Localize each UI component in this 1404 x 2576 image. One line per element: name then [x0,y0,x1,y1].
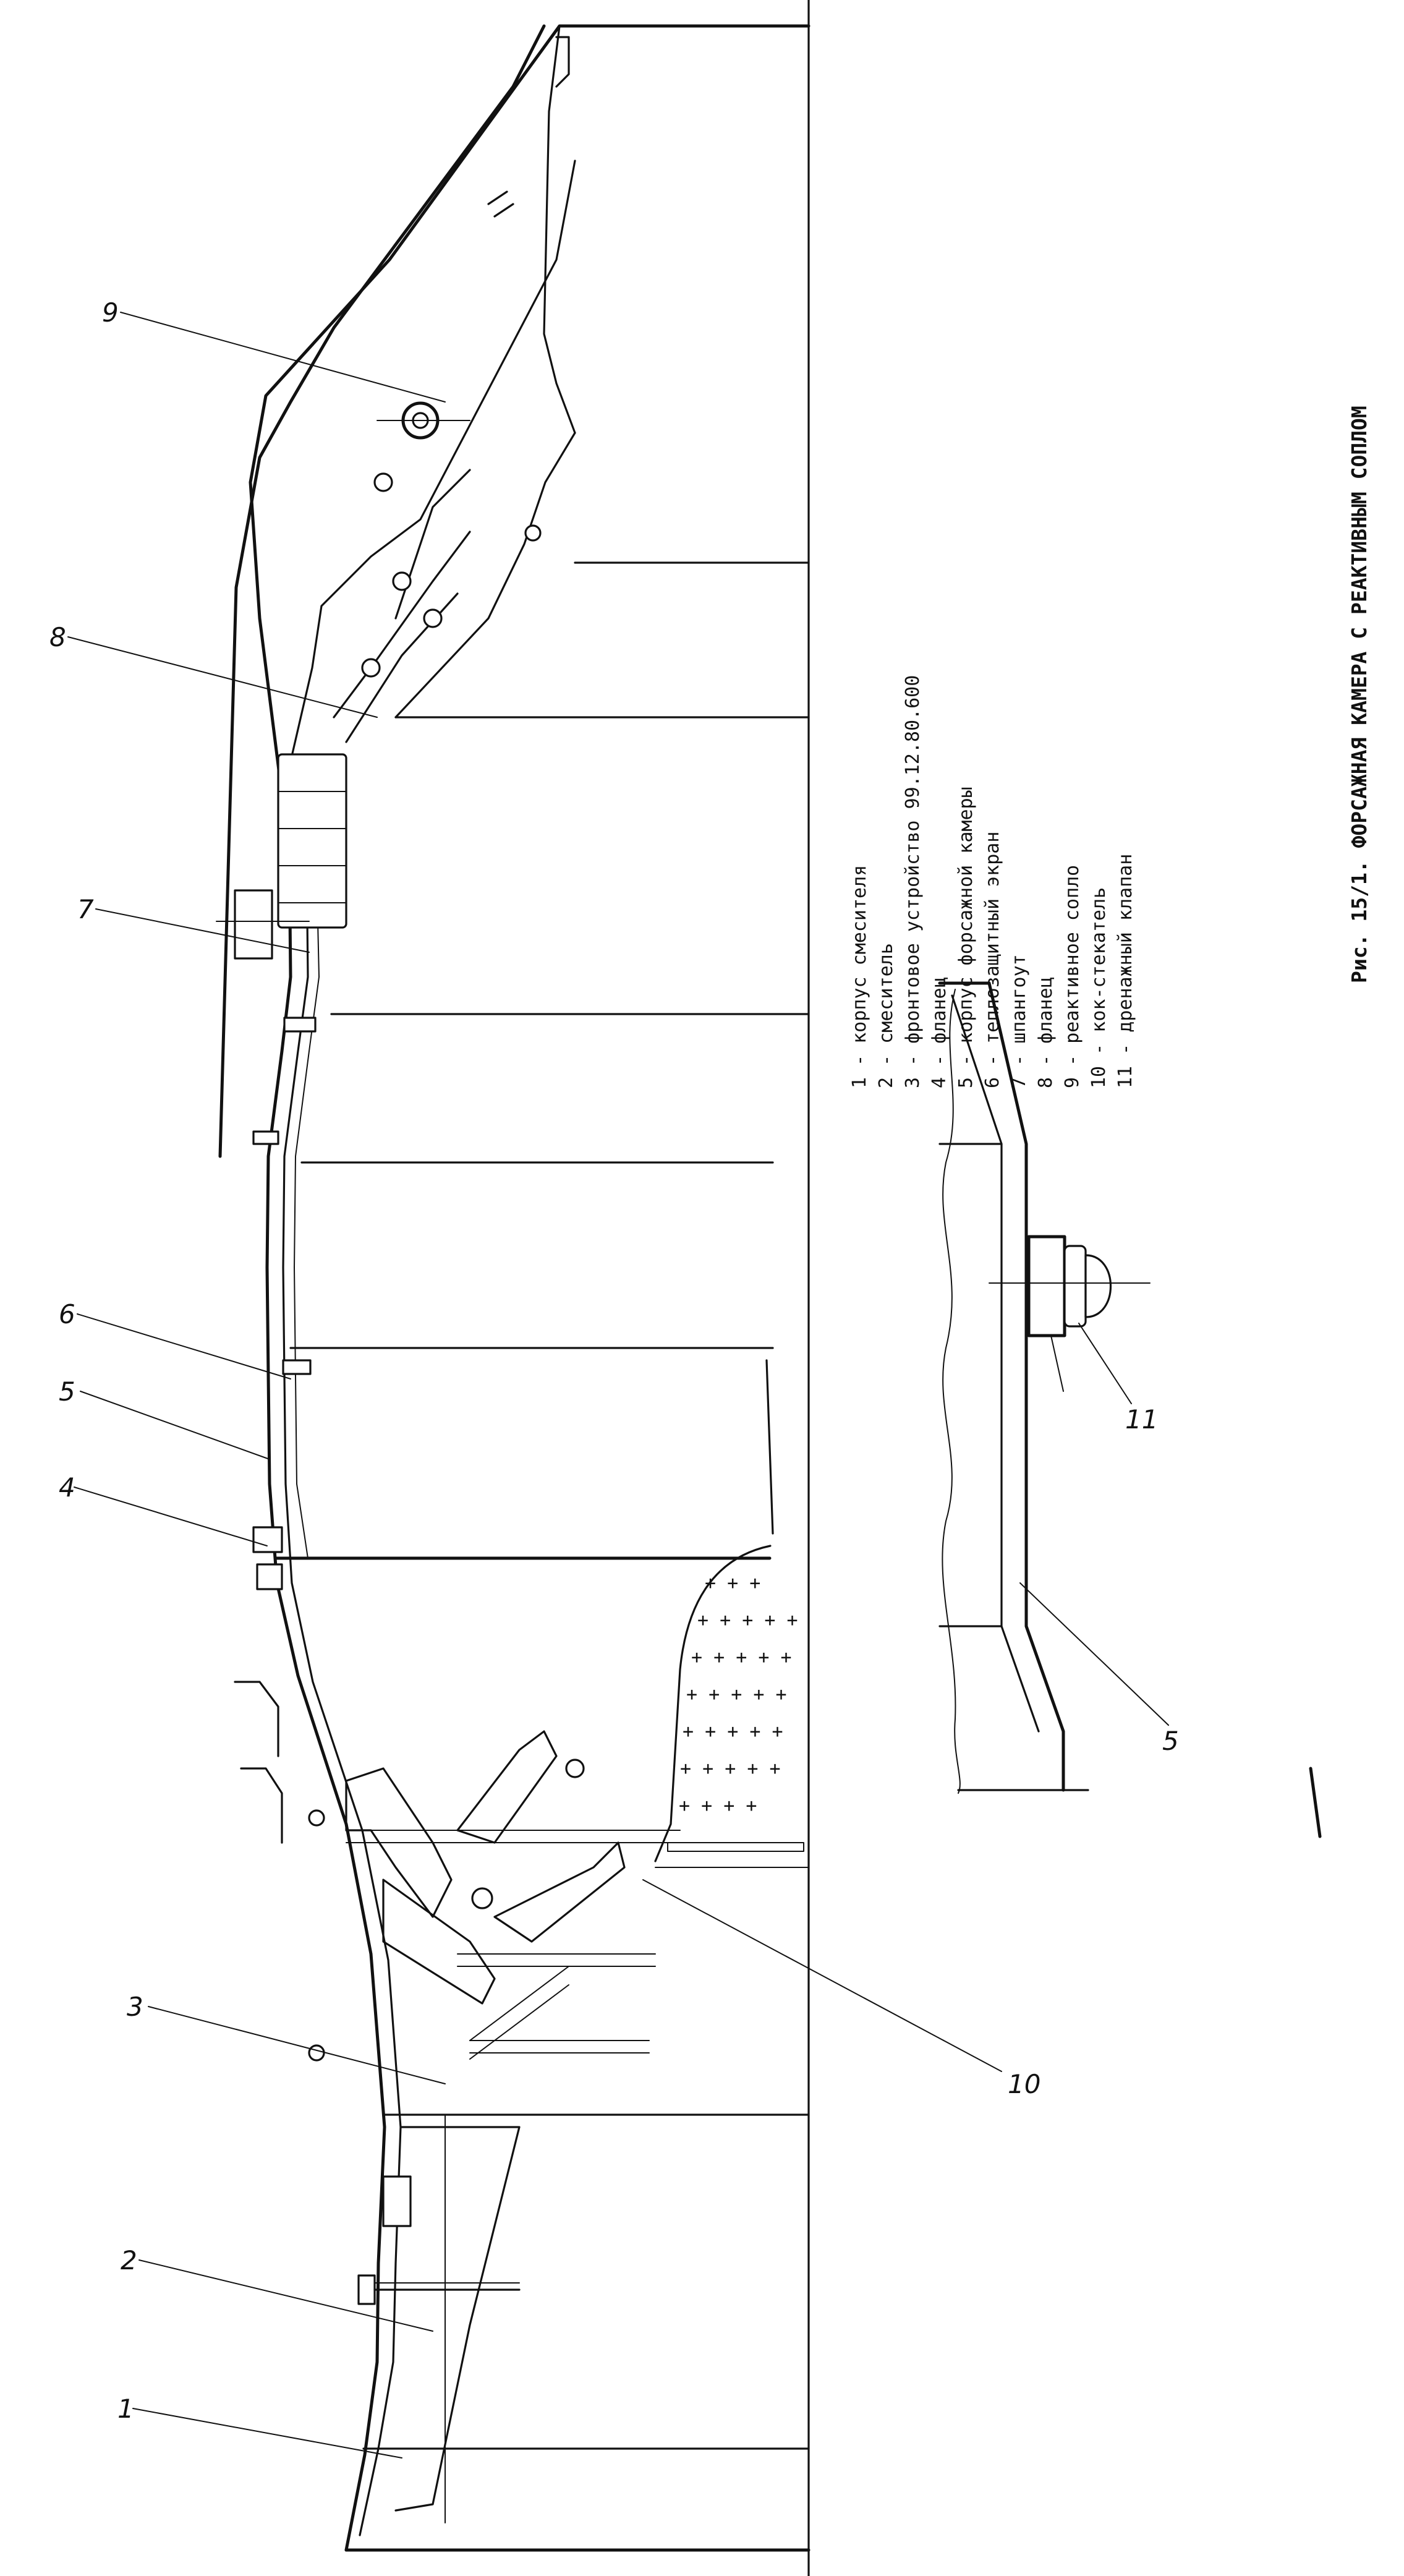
callout-5b: 5 [1162,1726,1179,1756]
fastener-2 [282,1359,312,1375]
cone-hatch-row-6: + + + + + [680,1758,781,1780]
detail-outer-plate [938,981,1065,1792]
callout-9: 9 [102,297,119,328]
linkage-pivot-1 [361,658,381,678]
leader-4 [74,1486,268,1546]
linkage-pivot-2 [392,571,412,591]
drain-valve-body [1027,1235,1066,1337]
callout-2: 2 [121,2245,137,2275]
drain-valve-stem [1050,1335,1064,1392]
stray-mark [1309,1767,1322,1838]
legend-item-4: 4 - фланец [929,976,950,1088]
leader-5b [1019,1582,1169,1726]
legend-item-1: 1 - корпус смесителя [849,865,870,1088]
actuator-bracket [234,889,273,960]
flameholder-rod [469,1966,569,2060]
mixer-bolt-head [357,2274,376,2305]
callouts: 1 2 3 4 5 6 7 8 9 10 [49,297,1040,2459]
nozzle-linkage-rod-3 [394,469,471,620]
drain-valve-cap [1063,1245,1087,1328]
casing-bolt-2 [308,2044,325,2062]
legend-item-3: 3 - фронтовое устройство 99.12.80.600 [902,675,924,1088]
nozzle-flap-lower [394,432,576,719]
casing-hook-1 [234,1681,279,1757]
leader-5 [80,1391,270,1460]
casing-outer-contour [249,24,810,2552]
legend-item-11: 11 - дренажный клапан [1115,854,1136,1088]
leader-1 [132,2408,402,2459]
callout-1: 1 [117,2394,134,2424]
actuator-cylinder [277,753,347,929]
leader-2 [138,2259,433,2332]
leader-8 [67,636,378,718]
callout-3: 3 [127,1992,143,2022]
legend: 1 - корпус смесителя 2 - смеситель 3 - ф… [849,675,1136,1088]
legend-item-8: 8 - фланец [1035,976,1057,1088]
legend-item-6: 6 - теплозащитный экран [982,832,1003,1088]
legend-item-2: 2 - смеситель [875,943,897,1088]
callout-11: 11 [1125,1404,1158,1435]
cone-hatch-row-3: + + + + + [691,1647,792,1668]
leader-7 [95,908,310,953]
flameholder-strut-2 [382,1879,496,2005]
fastener-1 [283,1017,317,1033]
tail-cone-ring [667,1842,804,1852]
mixer-body [394,2126,521,2512]
leader-9 [120,312,446,403]
drain-valve-dome [1084,1254,1112,1318]
nozzle-inner-flap [543,25,576,434]
legend-item-5: 5 - корпус форсажной камеры [955,787,977,1088]
nozzle-latch [555,36,570,88]
tail-cone-contour [654,1545,772,1862]
nozzle-clip [487,190,514,218]
linkage-pivot-4 [373,472,393,492]
cone-hatch-row-1: + + + [705,1572,760,1594]
detail-inner-plate [951,994,1040,1733]
casing-hook-2 [240,1767,283,1844]
callout-10: 10 [1008,2069,1040,2099]
nozzle-outer-flap [218,24,546,1158]
flange-4-block [252,1526,283,1553]
cone-hatch-row-7: + + + + [679,1795,757,1817]
callout-7: 7 [77,894,94,924]
main-assembly: + + + + + + + + + + + + + + + + + + + + … [216,0,810,2576]
flameholder-pin-2 [565,1759,585,1778]
callout-6: 6 [59,1299,75,1329]
cone-tip-line [765,1359,774,1535]
callout-4: 4 [59,1472,75,1503]
flameholder-strut-4 [493,1841,626,1943]
caption-group: Рис. 15/1. ФОРСАЖНАЯ КАМЕРА С РЕАКТИВНЫМ… [1347,406,1371,983]
legend-item-7: 7 - шпангоут [1008,954,1030,1088]
fastener-3 [252,1130,279,1145]
mixer-bracket [382,2175,412,2227]
callout-5: 5 [59,1376,75,1407]
leader-6 [77,1313,291,1380]
cone-hatch-row-2: + + + + + [697,1610,798,1631]
leader-10 [642,1879,1002,2072]
leader-3 [148,2006,446,2084]
cone-hatch-row-5: + + + + + [683,1721,783,1742]
flange-4-block-2 [256,1563,283,1590]
nozzle-linkage-rod-1 [333,531,471,719]
flameholder-pin [471,1887,493,1909]
flameholder-strut-3 [456,1730,558,1844]
nozzle-bolt [524,524,542,542]
detail-view: 11 5 [938,981,1179,1794]
callout-8: 8 [49,622,66,652]
detail-break-line [942,989,961,1794]
casing-bolt-1 [308,1809,325,1827]
cone-hatch-row-4: + + + + + [686,1684,787,1705]
figure-caption: Рис. 15/1. ФОРСАЖНАЯ КАМЕРА С РЕАКТИВНЫМ… [1347,406,1371,983]
linkage-pivot-3 [423,608,443,628]
legend-item-9: 9 - реактивное сопло [1062,865,1083,1088]
leader-11 [1078,1323,1132,1404]
legend-item-10: 10 - кок-стекатель [1088,887,1110,1088]
